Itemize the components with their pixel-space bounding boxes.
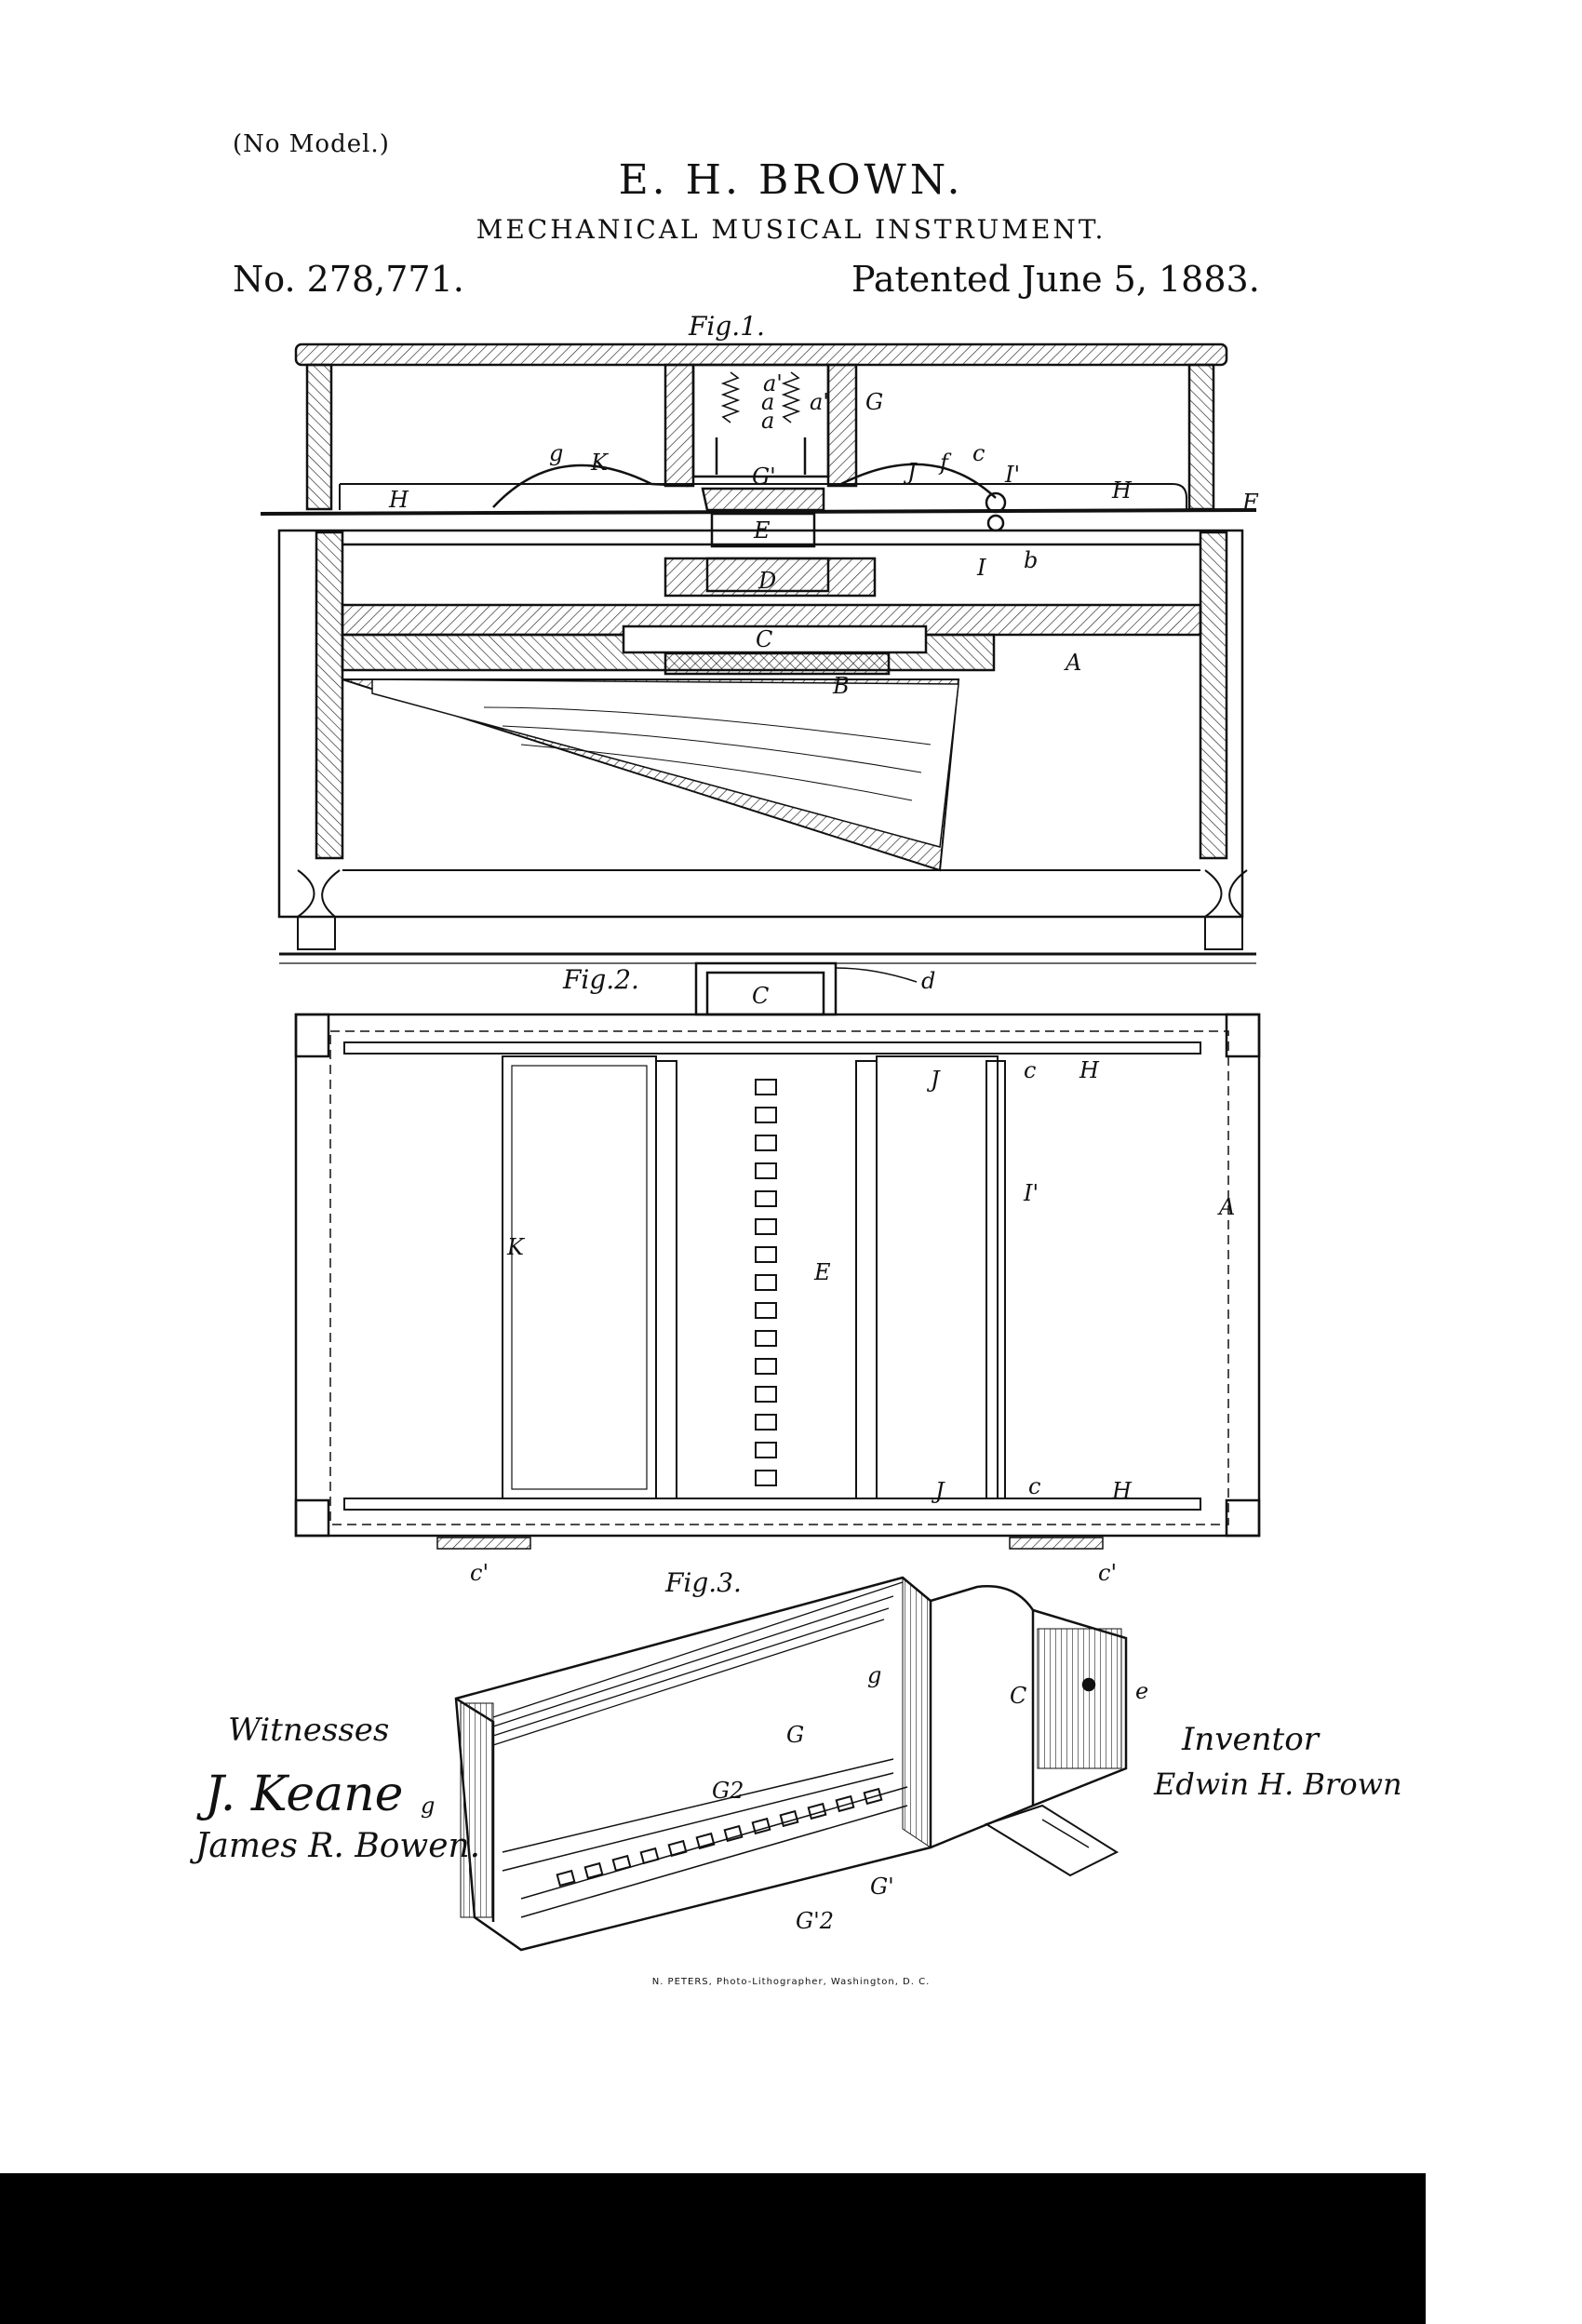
label-a: a: [761, 389, 774, 415]
label-K-fig1: K: [590, 450, 610, 476]
label-c-fig2-bottom: c: [1028, 1473, 1040, 1499]
witnesses-label: Witnesses: [228, 1712, 389, 1749]
signature-block: Witnesses J. Keane James R. Bowen. Inven…: [189, 1712, 1402, 1865]
label-H-fig2-bottom: H: [1111, 1478, 1133, 1504]
label-I: I: [976, 555, 986, 581]
fig2-label: Fig.2.: [562, 964, 639, 995]
label-G1-fig1: G': [752, 463, 776, 490]
label-K-fig2: K: [506, 1234, 526, 1260]
inventor-label: Inventor: [1181, 1721, 1321, 1758]
label-D: D: [757, 568, 776, 594]
printer-credit: N. PETERS, Photo-Lithographer, Washingto…: [651, 1977, 931, 1987]
label-c-fig2-top: c: [1024, 1057, 1036, 1083]
label-d: d: [921, 968, 935, 994]
label-G-fig1: G: [865, 389, 883, 415]
fig1-label: Fig.1.: [688, 311, 765, 342]
label-a1b: a': [810, 389, 829, 415]
label-E-fig2: E: [813, 1259, 831, 1285]
label-c1-right: c': [1098, 1560, 1117, 1586]
label-J-fig2-top: J: [926, 1067, 941, 1093]
label-g-fig3-left: g: [421, 1793, 435, 1819]
label-H-fig2-top: H: [1079, 1057, 1100, 1083]
witness-2-signature: James R. Bowen.: [189, 1827, 480, 1865]
label-a1: a': [763, 370, 783, 396]
figure-2: Fig.2.: [294, 961, 1261, 1586]
label-C-fig2: C: [752, 983, 769, 1009]
label-G-fig3: G: [786, 1722, 804, 1748]
label-G1-fig3: G': [870, 1874, 894, 1900]
no-model-note: (No Model.): [233, 130, 390, 158]
patent-title: MECHANICAL MUSICAL INSTRUMENT.: [476, 214, 1106, 245]
label-J-fig1: J: [903, 459, 918, 485]
label-b: b: [1024, 547, 1038, 573]
label-J-fig2-bottom: J: [931, 1478, 945, 1504]
label-A-fig1: A: [1064, 650, 1081, 676]
patent-number: No. 278,771.: [233, 259, 464, 300]
label-I1-fig1: I': [1004, 462, 1020, 488]
patent-date: Patented June 5, 1883.: [851, 259, 1260, 300]
label-B: B: [832, 673, 850, 699]
label-f-fig1: f: [938, 450, 952, 476]
label-C-fig1: C: [756, 626, 772, 652]
label-g-fig1: g: [549, 440, 563, 466]
fig3-label: Fig.3.: [664, 1567, 742, 1598]
label-c-fig1: c: [972, 440, 985, 466]
label-g-fig3-top: g: [867, 1662, 881, 1688]
label-E-fig1: E: [753, 517, 771, 544]
inventor-name: E. H. BROWN.: [618, 156, 964, 204]
label-H-left: H: [388, 487, 409, 513]
label-a2: a: [761, 408, 774, 434]
label-c1-left: c': [470, 1560, 489, 1586]
label-C-fig3: C: [1010, 1683, 1026, 1709]
label-G2b-fig3: G'2: [796, 1908, 834, 1934]
label-G2-fig3: G2: [712, 1778, 744, 1804]
label-e: e: [1135, 1678, 1148, 1704]
label-H-right: H: [1111, 477, 1133, 504]
label-F: F: [1241, 490, 1259, 516]
figure-1: Fig.1.: [260, 311, 1259, 964]
label-A-fig2: A: [1217, 1194, 1235, 1220]
scan-margin-bar: [0, 2173, 1426, 2324]
inventor-signature: Edwin H. Brown: [1153, 1767, 1402, 1802]
witness-1-signature: J. Keane: [196, 1767, 403, 1822]
figure-3: Fig.3.: [421, 1567, 1148, 1952]
label-I1-fig2: I': [1023, 1180, 1039, 1206]
